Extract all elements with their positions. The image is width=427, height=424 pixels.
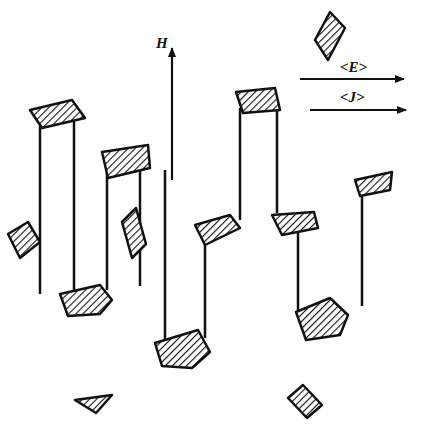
field-arrows bbox=[172, 48, 406, 180]
field-label: H bbox=[156, 36, 168, 51]
flux-lines bbox=[40, 105, 362, 340]
hatched-grains bbox=[8, 12, 392, 418]
field-label: <J> bbox=[340, 90, 365, 105]
field-label: <E> bbox=[340, 60, 367, 75]
